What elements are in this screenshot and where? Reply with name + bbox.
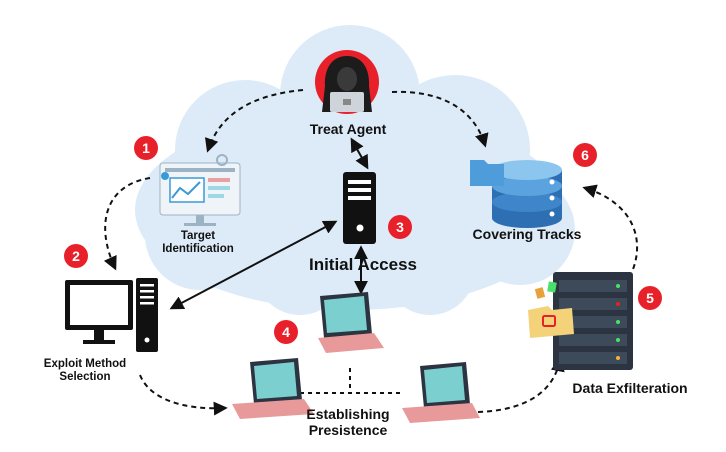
arrow-agent-to-target <box>205 89 304 153</box>
step-5-badge: 5 <box>638 286 662 310</box>
network-links <box>300 368 400 394</box>
step-4-label: Establishing Presistence <box>286 406 410 438</box>
arrow-exfil-to-tracks <box>582 184 638 286</box>
target-identification-icon <box>159 154 241 226</box>
arrow-laptop-to-exfil <box>477 357 565 413</box>
step-2-label-line2: Selection <box>59 371 111 384</box>
agent-label: Treat Agent <box>309 121 387 137</box>
arrow-target-to-exploit <box>103 177 151 271</box>
step-4-label-line2: Presistence <box>308 422 388 439</box>
step-2-badge: 2 <box>64 244 88 268</box>
step-1-label: Target Identification <box>152 230 244 256</box>
step-4-badge: 4 <box>274 320 298 344</box>
step-6-badge: 6 <box>573 143 597 167</box>
database-icon <box>470 160 562 228</box>
step-2-label-line1: Exploit Method <box>43 358 127 370</box>
server-tower-icon <box>343 172 376 244</box>
step-5-label: Data Exfilteration <box>572 380 688 396</box>
step-3-badge: 3 <box>388 215 412 239</box>
laptop-top-icon <box>318 292 384 353</box>
step-1-label-line2: Identification <box>162 243 234 256</box>
arrow-agent-server <box>350 137 369 170</box>
arrow-server-exploit <box>169 220 338 310</box>
laptop-left-icon <box>232 358 314 419</box>
step-2-label: Exploit Method Selection <box>26 358 144 384</box>
flow-arrows <box>103 89 638 416</box>
laptop-right-icon <box>402 362 480 423</box>
step-3-label: Initial Access <box>308 255 418 274</box>
arrow-exploit-to-laptop <box>139 374 228 416</box>
access-arrows <box>169 137 369 310</box>
step-4-label-line1: Establishing <box>306 406 390 422</box>
desktop-pc-icon <box>65 278 158 352</box>
hacker-icon <box>315 50 379 114</box>
arrow-agent-to-tracks <box>391 90 489 148</box>
server-rack-icon <box>528 272 633 370</box>
step-6-label: Covering Tracks <box>472 226 582 242</box>
step-1-label-line1: Target <box>180 230 216 242</box>
step-1-badge: 1 <box>134 136 158 160</box>
